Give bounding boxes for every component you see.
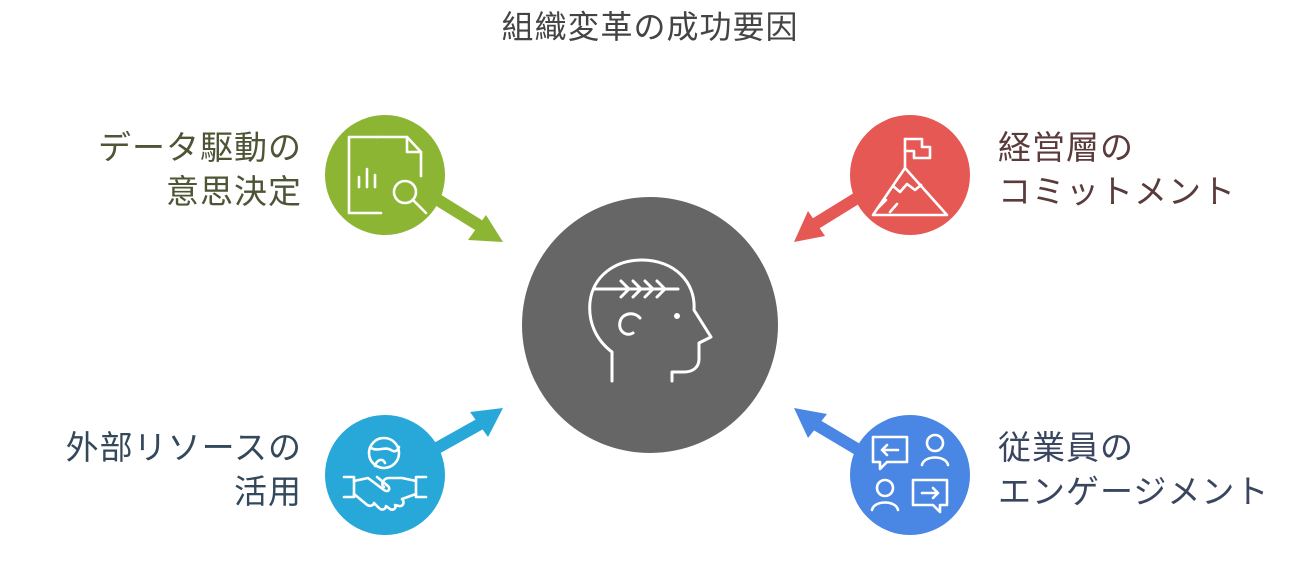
node-data-driven [325,115,445,235]
label-line: 従業員の [998,428,1134,467]
diagram-title: 組織変革の成功要因 [501,8,799,46]
label-line: 外部リソースの [65,428,302,467]
arrow-external-resources [427,408,503,458]
arrow-engagement [794,408,866,458]
label-engagement: 従業員の エンゲージメント [998,426,1298,514]
label-line: コミットメント [998,172,1236,211]
handshake-globe-icon [342,436,428,511]
label-external-resources: 外部リソースの 活用 [20,426,302,514]
node-engagement [850,415,970,535]
head-idea-icon [588,258,713,383]
arrow-data-driven [426,189,503,242]
center-circle [522,197,778,453]
mountain-flag-icon [871,137,949,217]
label-line: 経営層の [998,128,1134,167]
label-data-driven: データ駆動の 意思決定 [40,126,302,214]
node-external-resources [325,415,445,535]
label-line: データ駆動の [98,128,302,167]
label-line: エンゲージメント [998,472,1270,511]
label-line: 意思決定 [166,172,302,211]
label-line: 活用 [234,472,302,511]
document-chart-search-icon [347,135,428,215]
people-chat-icon [870,433,950,514]
label-leadership: 経営層の コミットメント [998,126,1288,214]
arrow-leadership [794,189,866,242]
